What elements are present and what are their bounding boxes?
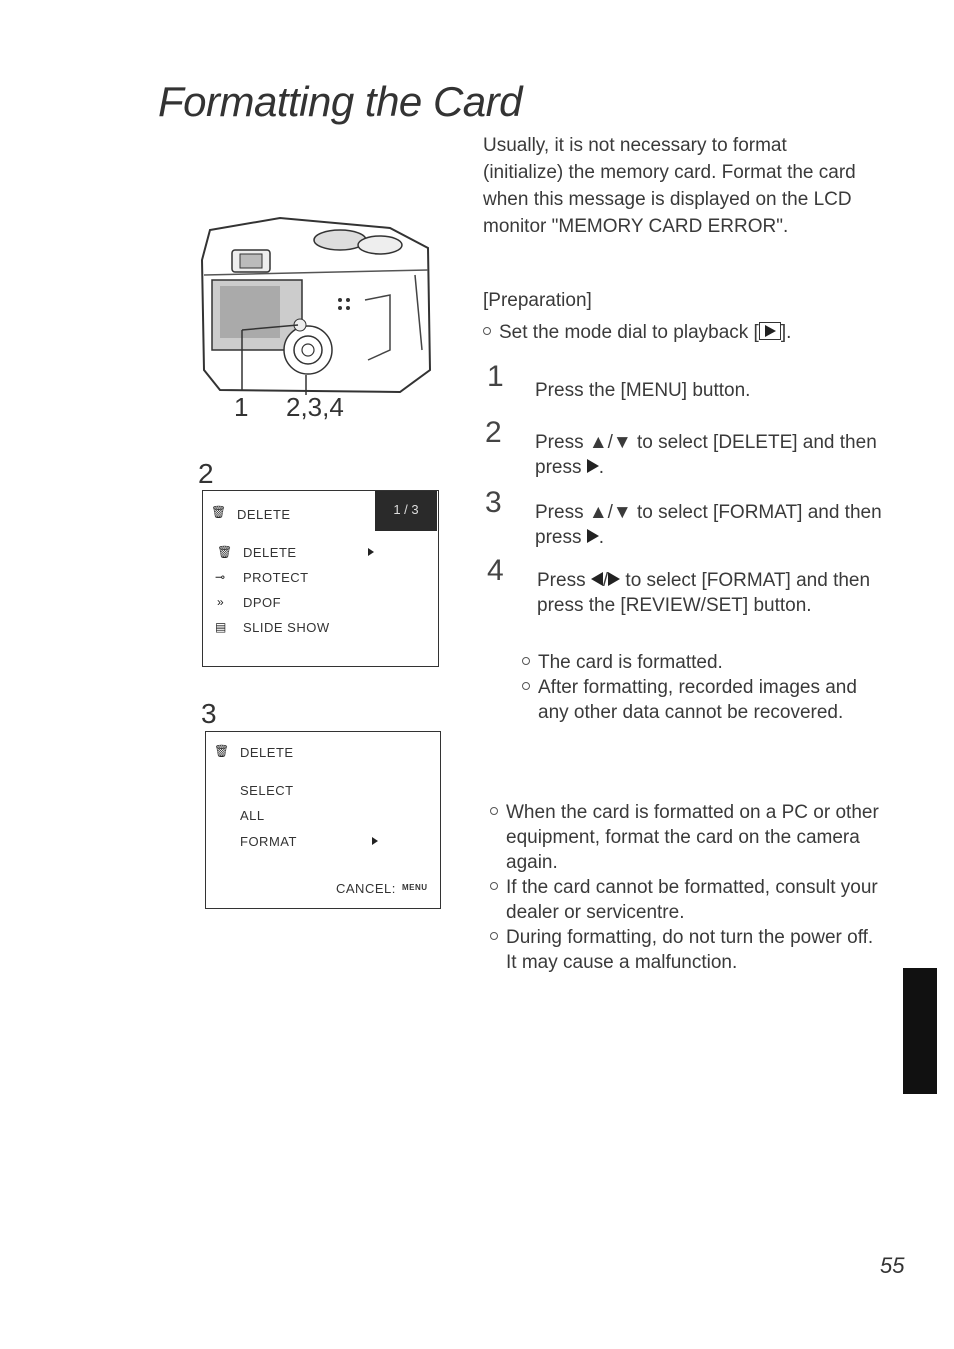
screen-2-delete-menu: 🗑 DELETE 1 / 3 🗑 DELETE ⊸ PROTECT » DPOF… bbox=[202, 490, 439, 667]
menu-item-dpof[interactable]: DPOF bbox=[243, 595, 282, 610]
screen-3-label: 3 bbox=[201, 698, 217, 729]
dial-callout: 2,3,4 bbox=[286, 392, 344, 422]
step-4: 4 Press / to select [FORMAT] and then pr… bbox=[487, 554, 871, 617]
step-3: 3 Press ▲/▼ to select [FORMAT] and then … bbox=[485, 486, 882, 549]
chevron-right-icon bbox=[368, 548, 374, 556]
bullet-icon bbox=[522, 682, 530, 690]
screen-3-header: DELETE bbox=[240, 745, 294, 760]
bullet-icon bbox=[490, 882, 498, 890]
section-tab bbox=[903, 968, 937, 1094]
menu-key-icon: MENU bbox=[402, 883, 428, 892]
camera-drawing bbox=[200, 216, 432, 395]
list-item: After formatting, recorded images and an… bbox=[522, 675, 862, 725]
page-badge: 1 / 3 bbox=[375, 491, 437, 531]
menu-button-callout: 1 bbox=[234, 392, 249, 422]
menu-item-slide-show[interactable]: SLIDE SHOW bbox=[243, 620, 330, 635]
trash-icon: 🗑 bbox=[217, 545, 233, 559]
list-item: If the card cannot be formatted, consult… bbox=[490, 875, 885, 925]
camera-illustration: 1 2,3,4 bbox=[190, 200, 440, 430]
trash-icon: 🗑 bbox=[211, 505, 227, 519]
screen-2-header: DELETE bbox=[237, 507, 291, 522]
list-item: During formatting, do not turn the power… bbox=[490, 925, 885, 975]
bullet-icon bbox=[490, 807, 498, 815]
menu-item-select[interactable]: SELECT bbox=[240, 783, 294, 798]
intro-paragraph: Usually, it is not necessary to format (… bbox=[483, 135, 856, 237]
slideshow-icon: ▤ bbox=[215, 620, 227, 634]
notes-list: When the card is formatted on a PC or ot… bbox=[490, 800, 885, 975]
list-item: When the card is formatted on a PC or ot… bbox=[490, 800, 885, 875]
playback-icon bbox=[758, 322, 781, 340]
preparation-heading: [Preparation] bbox=[483, 290, 592, 311]
trash-icon: 🗑 bbox=[214, 744, 230, 758]
print-icon: » bbox=[217, 595, 224, 609]
menu-item-all[interactable]: ALL bbox=[240, 808, 265, 823]
left-arrow-icon bbox=[590, 572, 603, 586]
screen-2-label: 2 bbox=[198, 458, 214, 489]
list-item: The card is formatted. bbox=[522, 650, 862, 675]
bullet-icon bbox=[522, 657, 530, 665]
step-1: 1 Press the [MENU] button. bbox=[487, 360, 751, 402]
screen-3-format-menu: 🗑 DELETE SELECT ALL FORMAT CANCEL: MENU bbox=[205, 731, 441, 909]
step-4-bullets: The card is formatted. After formatting,… bbox=[522, 650, 862, 725]
preparation-item: Set the mode dial to playback []. bbox=[483, 322, 791, 344]
right-arrow-icon bbox=[586, 529, 599, 543]
menu-item-format[interactable]: FORMAT bbox=[240, 834, 297, 849]
right-arrow-icon bbox=[586, 459, 599, 473]
bullet-icon bbox=[483, 327, 491, 335]
key-icon: ⊸ bbox=[215, 570, 226, 584]
bullet-icon bbox=[490, 932, 498, 940]
page-number: 55 bbox=[880, 1253, 905, 1278]
page-title: Formatting the Card bbox=[158, 78, 523, 125]
menu-item-protect[interactable]: PROTECT bbox=[243, 570, 309, 585]
menu-item-delete[interactable]: DELETE bbox=[243, 545, 297, 560]
cancel-label: CANCEL: bbox=[336, 881, 396, 896]
chevron-right-icon bbox=[372, 837, 378, 845]
right-arrow-icon bbox=[608, 572, 621, 586]
step-2: 2 Press ▲/▼ to select [DELETE] and then … bbox=[485, 416, 877, 479]
